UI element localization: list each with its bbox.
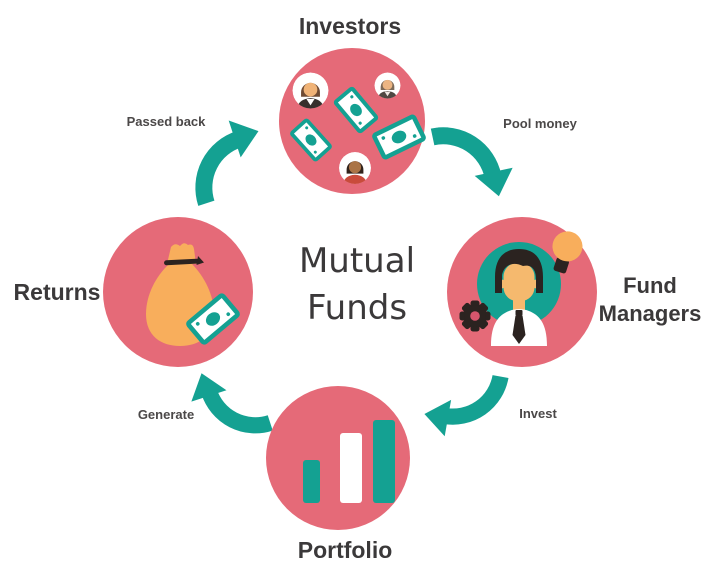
fund-manager-icon-group <box>447 217 597 367</box>
lightbulb-icon <box>552 231 583 274</box>
bar-chart-icon <box>266 386 410 530</box>
node-label-investors: Investors <box>298 13 402 39</box>
curved-arrow-icon <box>180 358 279 458</box>
flow-label-invest: Invest <box>519 406 557 421</box>
bar-short <box>303 460 320 503</box>
node-investors <box>279 48 425 194</box>
curved-arrow-icon <box>422 361 514 452</box>
node-label-returns: Returns <box>13 279 101 305</box>
flow-label-passed-back: Passed back <box>126 114 206 129</box>
gear-icon <box>459 300 491 332</box>
node-label-fund-managers: Fund Managers <box>598 273 702 326</box>
flow-label-generate: Generate <box>137 407 195 422</box>
node-returns <box>103 217 253 367</box>
flow-label-pool-money: Pool money <box>503 116 577 131</box>
bar-medium <box>340 433 362 503</box>
node-label-portfolio: Portfolio <box>297 537 393 563</box>
node-fund-managers <box>447 217 597 367</box>
bar-tall <box>373 420 395 503</box>
node-portfolio <box>266 386 410 530</box>
fund-manager-avatar-icon <box>491 249 547 346</box>
diagram-title: Mutual Funds <box>298 241 416 328</box>
investors-icon-group <box>279 48 425 194</box>
returns-icon-group <box>103 217 253 367</box>
